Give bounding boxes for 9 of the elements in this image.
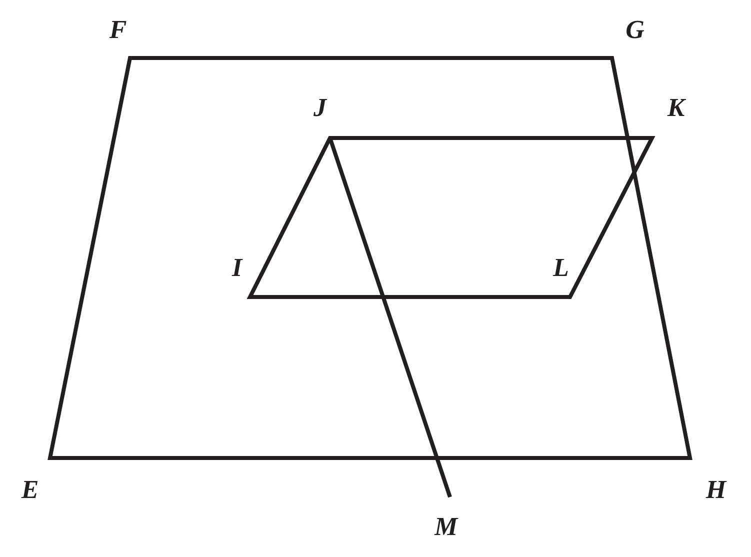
vertex-label: G [626,17,644,43]
vertex-label: E [21,477,39,503]
vertex-label: I [232,255,242,281]
vertex-label: L [553,255,569,281]
vertex-label: M [434,514,458,540]
vertex-label: K [667,95,685,121]
vertex-label: H [706,477,726,503]
vertex-label: J [314,95,326,121]
vertex-label: F [109,17,127,43]
